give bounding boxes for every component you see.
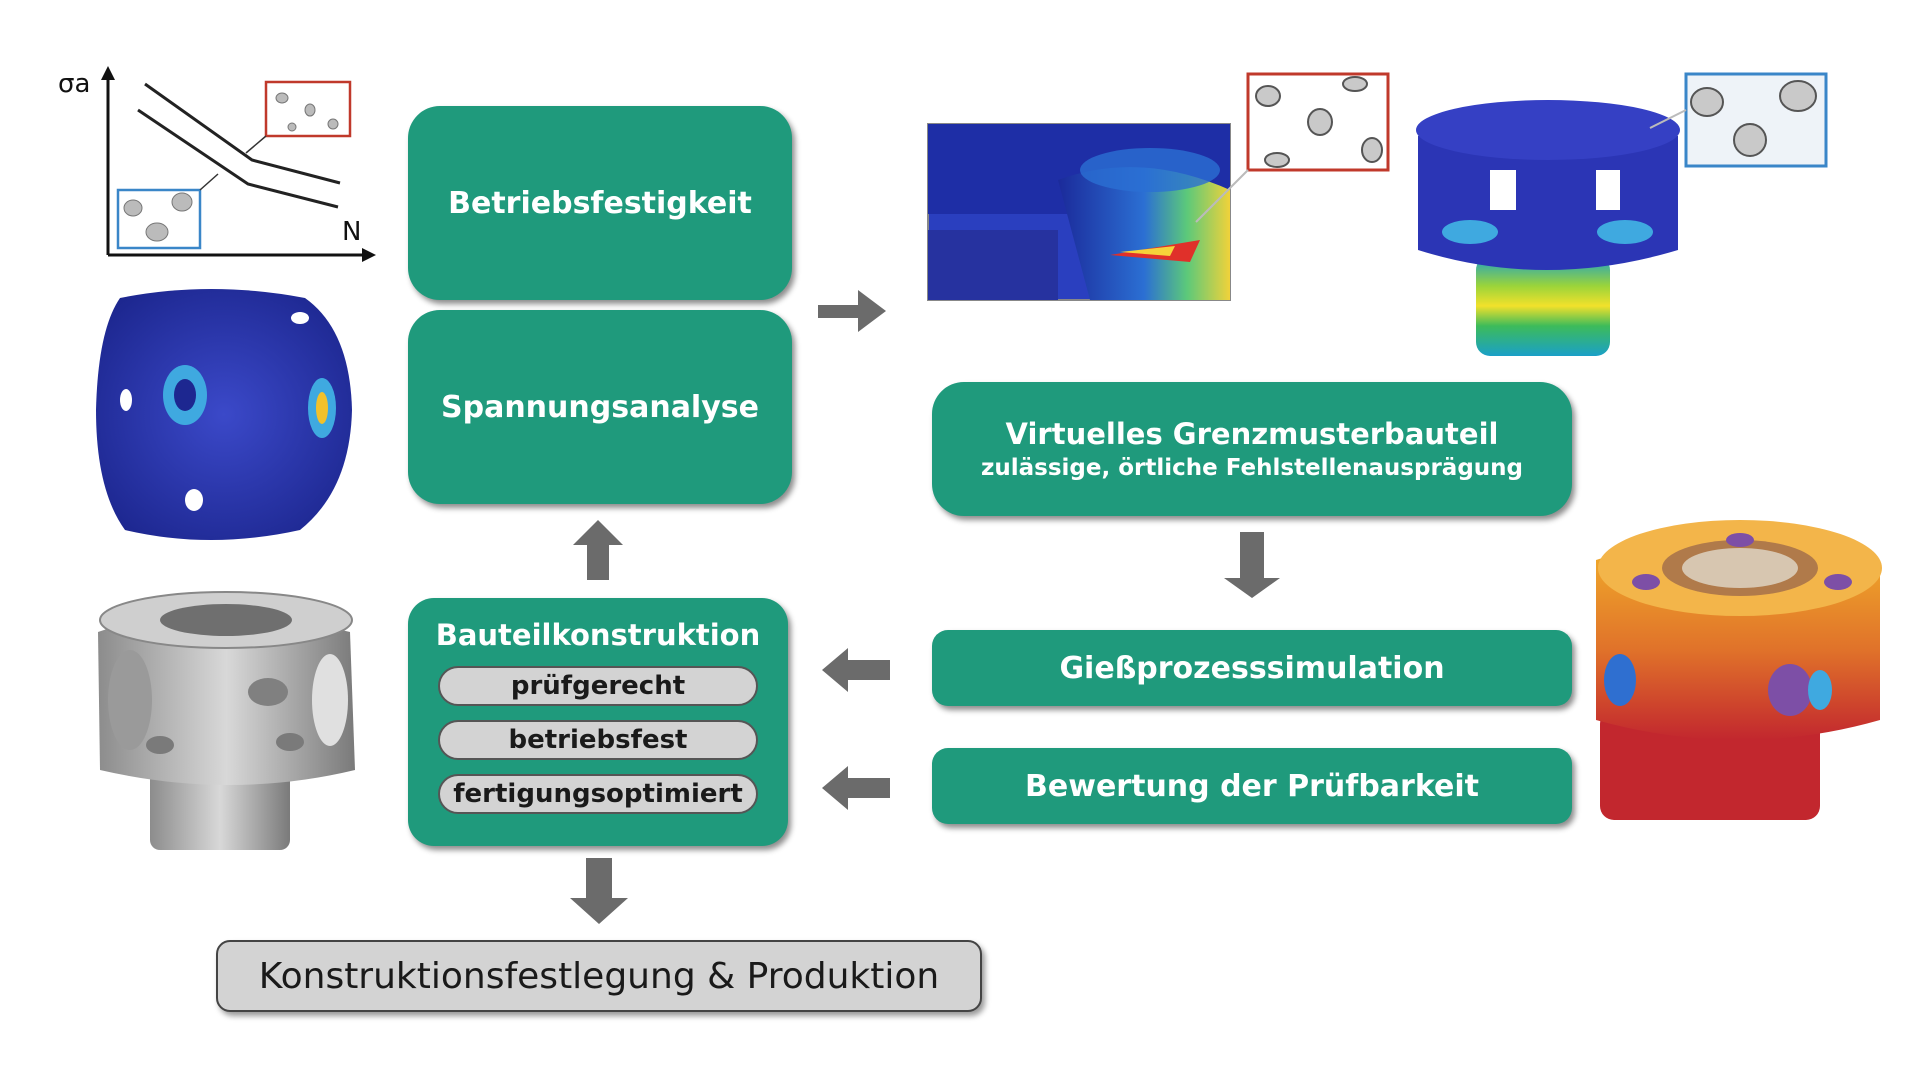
arrow-down-right bbox=[1224, 532, 1280, 598]
metal-part-left bbox=[98, 591, 355, 850]
label-final: Konstruktionsfestlegung & Produktion bbox=[258, 955, 940, 997]
arrow-right-top bbox=[818, 290, 886, 332]
pill-betriebsfest: betriebsfest bbox=[438, 720, 758, 760]
label-bauteilkonstruktion: Bauteilkonstruktion bbox=[435, 618, 761, 652]
arrow-left-giess bbox=[822, 648, 890, 692]
label-virtuelles-title: Virtuelles Grenzmusterbauteil bbox=[1005, 417, 1499, 451]
hot-part-right bbox=[1596, 520, 1882, 820]
fem-crop-center bbox=[927, 123, 1231, 301]
label-betriebsfestigkeit: Betriebsfestigkeit bbox=[448, 185, 752, 221]
box-giessprozesssimulation: Gießprozesssimulation bbox=[932, 630, 1572, 706]
fem-part-right bbox=[1416, 100, 1680, 356]
sn-diagram bbox=[101, 66, 376, 262]
box-konstruktionsfestlegung-produktion: Konstruktionsfestlegung & Produktion bbox=[216, 940, 982, 1012]
sn-y-label: σa bbox=[58, 69, 90, 99]
box-spannungsanalyse: Spannungsanalyse bbox=[408, 310, 792, 504]
box-bauteilkonstruktion: Bauteilkonstruktion prüfgerecht betriebs… bbox=[408, 598, 788, 846]
pill-pruefgerecht: prüfgerecht bbox=[438, 666, 758, 706]
label-giessprozesssimulation: Gießprozesssimulation bbox=[1059, 650, 1445, 686]
sn-curve-upper bbox=[144, 82, 341, 185]
box-betriebsfestigkeit: Betriebsfestigkeit bbox=[408, 106, 792, 300]
pill-fertigungsoptimiert: fertigungsoptimiert bbox=[438, 774, 758, 814]
sn-x-label: N bbox=[342, 217, 361, 247]
fem-part-left bbox=[96, 289, 352, 540]
label-virtuelles-sub: zulässige, örtliche Fehlstellenausprägun… bbox=[980, 455, 1523, 481]
box-bewertung-pruefbarkeit: Bewertung der Prüfbarkeit bbox=[932, 748, 1572, 824]
label-bewertung: Bewertung der Prüfbarkeit bbox=[1025, 768, 1479, 804]
arrow-up bbox=[573, 520, 623, 580]
box-virtuelles-grenzmusterbauteil: Virtuelles Grenzmusterbauteil zulässige,… bbox=[932, 382, 1572, 516]
arrow-left-bewertung bbox=[822, 766, 890, 810]
sn-curve-lower bbox=[137, 108, 339, 209]
label-spannungsanalyse: Spannungsanalyse bbox=[441, 389, 759, 425]
arrow-down-final bbox=[570, 858, 628, 924]
